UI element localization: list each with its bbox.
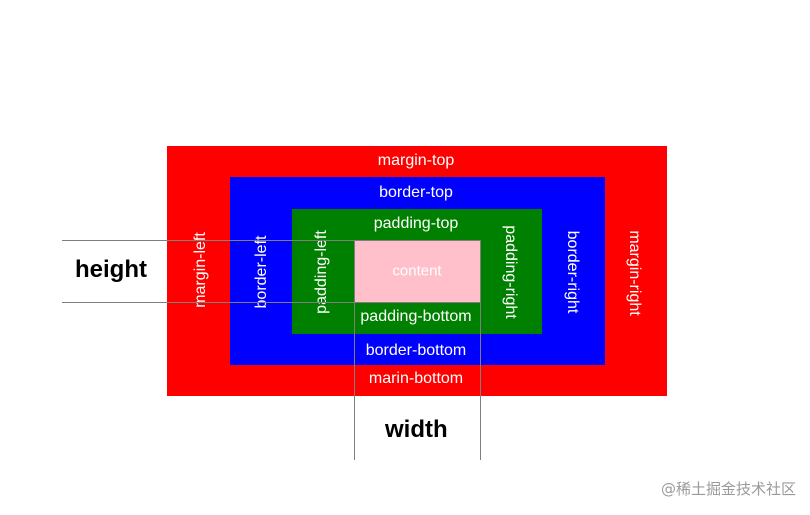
margin-top-label: margin-top	[377, 152, 455, 169]
watermark: @稀土掘金技术社区	[660, 480, 796, 498]
border-right-label: border-right	[564, 230, 581, 314]
margin-left-label: margin-left	[192, 232, 209, 308]
content-label: content	[392, 262, 442, 280]
width-guide-right	[480, 240, 481, 460]
content-box	[355, 240, 480, 302]
padding-top-label: padding-top	[373, 215, 459, 232]
border-bottom-label: border-bottom	[365, 342, 467, 359]
height-label: height	[75, 256, 147, 283]
margin-bottom-label: marin-bottom	[368, 370, 464, 387]
padding-right-label: padding-right	[502, 225, 519, 319]
padding-bottom-label: padding-bottom	[360, 308, 472, 325]
border-left-label: border-left	[253, 235, 270, 309]
height-guide-bottom	[62, 302, 480, 303]
width-label: width	[385, 416, 448, 443]
width-guide-left	[354, 240, 355, 460]
border-top-label: border-top	[379, 184, 453, 201]
height-guide-top	[62, 240, 480, 241]
margin-right-label: margin-right	[626, 230, 643, 316]
